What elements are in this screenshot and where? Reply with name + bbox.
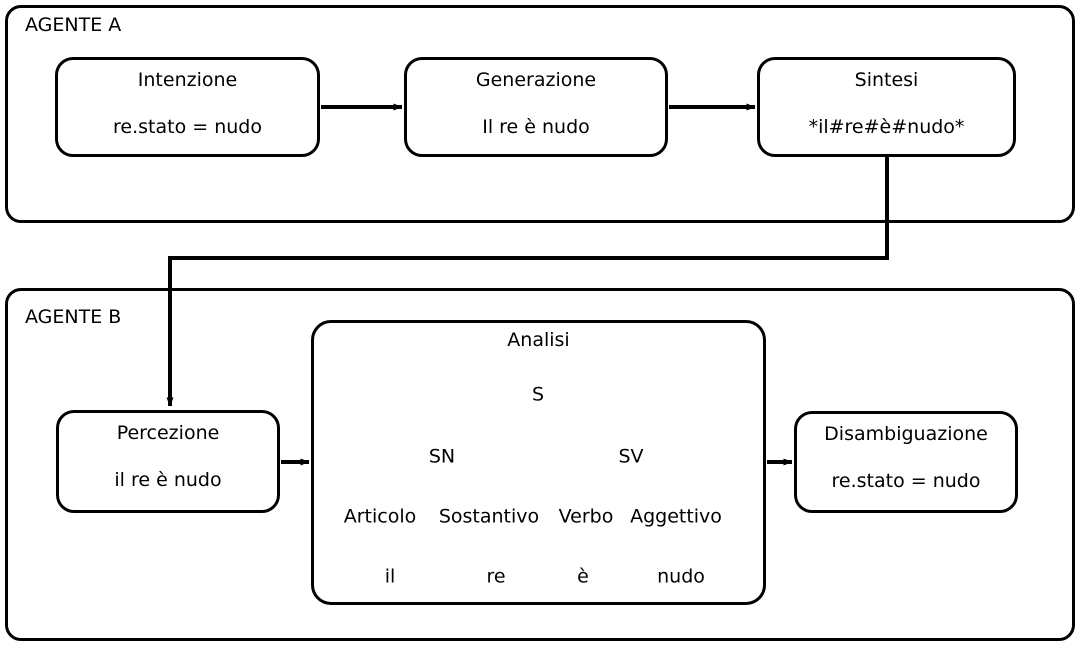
tree-node-sostantivo: Sostantivo — [438, 505, 540, 528]
box-analisi[interactable]: Analisi — [311, 320, 766, 605]
box-sintesi-title: Sintesi — [854, 69, 919, 91]
tree-leaf-e: è — [577, 565, 589, 588]
box-intenzione[interactable]: Intenzione re.stato = nudo — [55, 57, 320, 157]
agent-b-label: AGENTE B — [25, 306, 122, 328]
box-analisi-title: Analisi — [507, 329, 570, 351]
tree-node-articolo: Articolo — [343, 505, 417, 528]
box-generazione-value: Il re è nudo — [482, 116, 590, 138]
agent-a-container — [5, 5, 1075, 223]
agent-b-container — [5, 288, 1075, 641]
box-sintesi-value: *il#re#è#nudo* — [808, 116, 965, 138]
tree-node-sv: SV — [618, 445, 644, 468]
box-intenzione-title: Intenzione — [137, 69, 238, 91]
box-generazione-title: Generazione — [475, 69, 597, 91]
arrow-sintesi-to-percezione — [166, 157, 889, 407]
agent-a-label: AGENTE A — [25, 14, 122, 36]
box-percezione-value: il re è nudo — [114, 469, 222, 491]
box-generazione[interactable]: Generazione Il re è nudo — [404, 57, 668, 157]
box-disambiguazione[interactable]: Disambiguazione re.stato = nudo — [794, 411, 1018, 513]
tree-node-sn: SN — [428, 445, 456, 468]
tree-node-verbo: Verbo — [558, 505, 614, 528]
tree-leaf-nudo: nudo — [657, 565, 705, 588]
box-percezione-title: Percezione — [116, 422, 220, 444]
box-percezione[interactable]: Percezione il re è nudo — [56, 410, 280, 513]
tree-node-s: S — [531, 383, 545, 406]
box-sintesi[interactable]: Sintesi *il#re#è#nudo* — [757, 57, 1016, 157]
box-intenzione-value: re.stato = nudo — [113, 116, 262, 138]
box-disambiguazione-value: re.stato = nudo — [831, 470, 981, 492]
box-disambiguazione-title: Disambiguazione — [824, 423, 988, 445]
tree-leaf-il: il — [384, 565, 396, 588]
tree-node-aggettivo: Aggettivo — [630, 505, 722, 528]
tree-leaf-re: re — [486, 565, 506, 588]
